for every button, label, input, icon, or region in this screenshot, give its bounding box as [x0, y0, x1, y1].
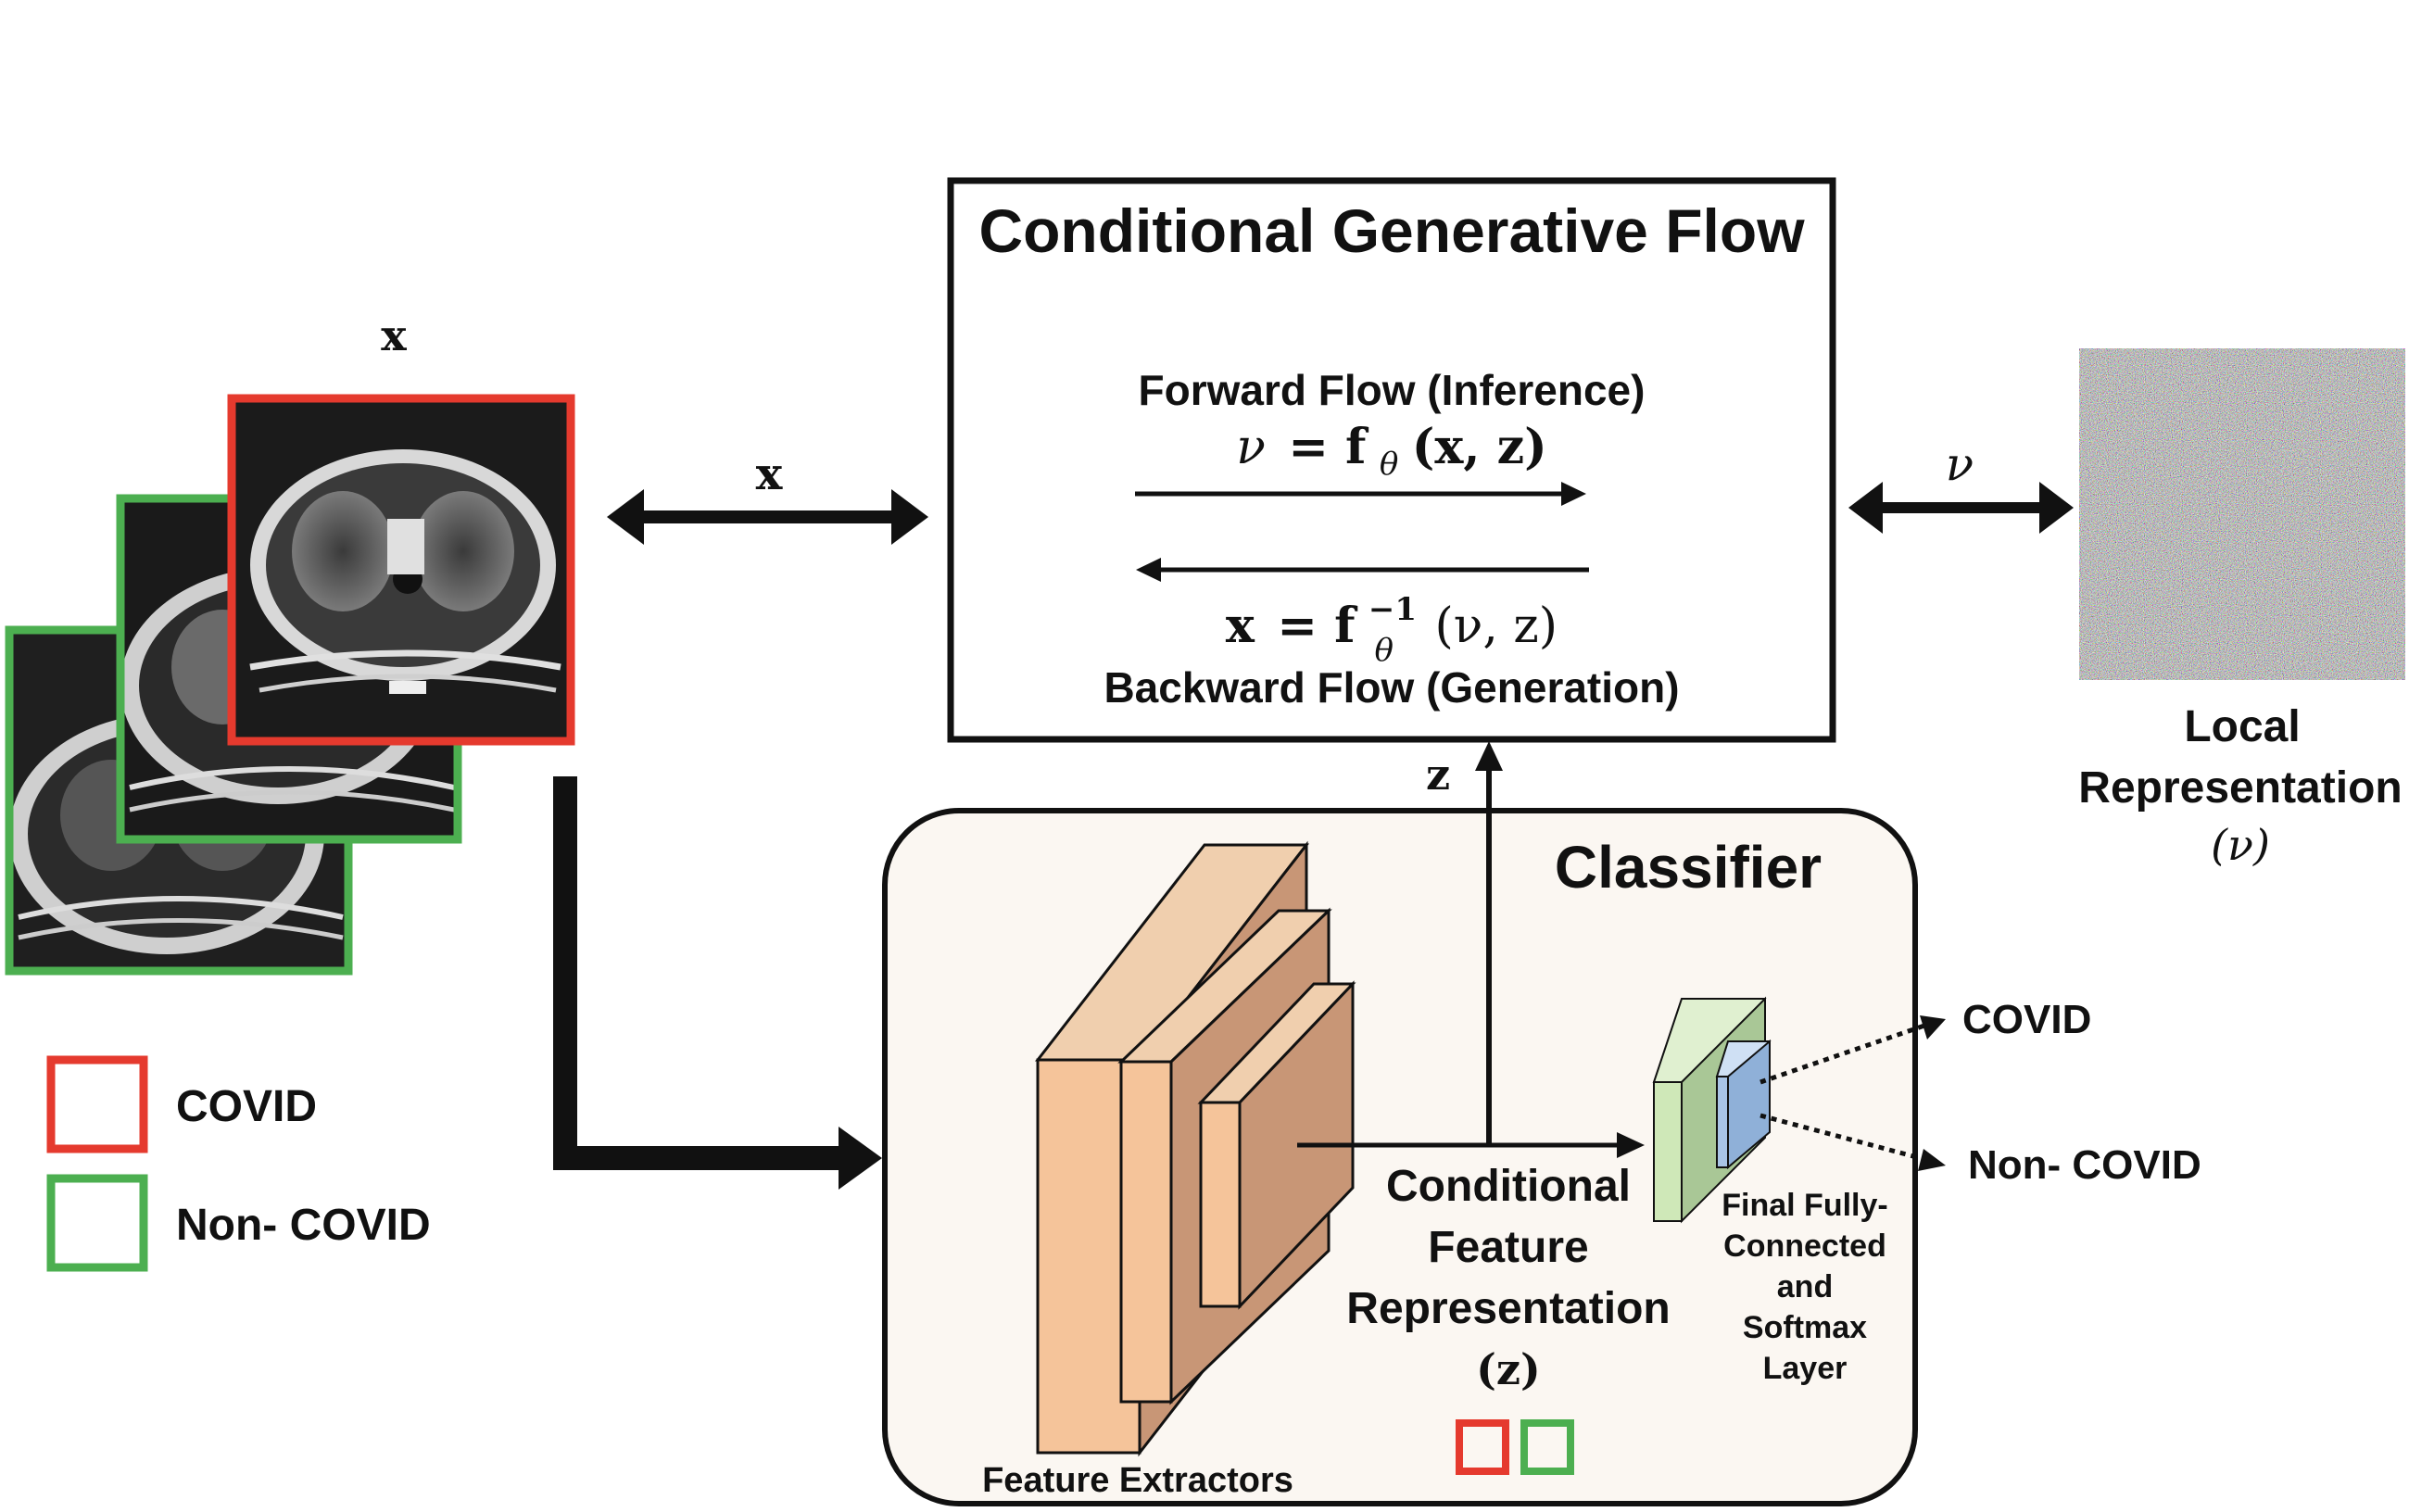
- backward-eq-sub: θ: [1375, 632, 1394, 669]
- fc-label-line2: Connected: [1723, 1228, 1886, 1264]
- legend: COVID Non- COVID: [46, 1055, 431, 1272]
- feature-extractors-label: Feature Extractors: [982, 1461, 1293, 1500]
- forward-eq-rhs: = f: [1288, 419, 1369, 475]
- local-rep-line3: (ν): [2211, 820, 2270, 870]
- forward-equation: ν = f θ (x, z): [1236, 419, 1546, 485]
- fc-label-line1: Final Fully-: [1722, 1188, 1887, 1223]
- legend-covid-swatch: [46, 1055, 148, 1153]
- local-rep-line1: Local: [2184, 702, 2300, 751]
- cond-feature-line3: Representation: [1346, 1284, 1670, 1333]
- nu-double-arrow: [1848, 482, 2074, 534]
- ct-scan-covid-front: [227, 394, 575, 746]
- local-representation-image: [2079, 348, 2405, 680]
- forward-eq-sub: θ: [1380, 446, 1398, 483]
- cond-noncovid-swatch: [1520, 1419, 1574, 1475]
- fc-label-line5: Layer: [1763, 1351, 1848, 1386]
- fc-label-line3: and: [1777, 1269, 1833, 1304]
- fc-label-line4: Softmax: [1743, 1310, 1867, 1345]
- cond-feature-line2: Feature: [1428, 1223, 1588, 1272]
- forward-eq-lhs: ν: [1236, 420, 1266, 475]
- output-noncovid-label: Non- COVID: [1968, 1142, 2201, 1188]
- legend-covid-label: COVID: [176, 1082, 317, 1131]
- legend-noncovid-swatch: [46, 1174, 148, 1272]
- backward-flow-label: Backward Flow (Generation): [1104, 663, 1679, 712]
- input-x-label: x: [381, 310, 407, 360]
- local-rep-line2: Representation: [2078, 763, 2402, 813]
- ct-scan-stack: [5, 394, 575, 976]
- flow-box-title: Conditional Generative Flow: [978, 196, 1805, 265]
- output-arrows: [1759, 1015, 1946, 1171]
- forward-eq-args: (x, z): [1412, 419, 1547, 475]
- backward-eq-sup: −1: [1368, 591, 1417, 628]
- classifier-title: Classifier: [1555, 834, 1822, 901]
- backward-equation: x = f −1 θ (ν, z): [1226, 577, 1558, 672]
- backward-eq-lhs: x: [1226, 598, 1255, 654]
- arrow-z-label: z: [1426, 750, 1450, 800]
- output-covid-label: COVID: [1962, 997, 2091, 1042]
- forward-flow-label: Forward Flow (Inference): [1139, 366, 1646, 414]
- x-double-arrow: [607, 489, 928, 545]
- ct-to-classifier-arrow: [553, 776, 882, 1190]
- fc-softmax-layer: [1652, 996, 1772, 1224]
- cond-covid-swatch: [1456, 1419, 1509, 1475]
- cond-feature-line1: Conditional: [1386, 1162, 1631, 1211]
- arrow-x-label: x: [756, 448, 783, 500]
- classifier-box: Classifier Feature Extractors: [882, 808, 1918, 1506]
- arrow-nu-label: ν: [1946, 437, 1974, 491]
- backward-eq-args: (ν, z): [1434, 598, 1558, 654]
- cond-feature-line4: (z): [1476, 1344, 1541, 1394]
- feature-extractor-slabs: [1034, 840, 1356, 1457]
- legend-noncovid-label: Non- COVID: [176, 1201, 431, 1250]
- z-arrow: [1475, 741, 1503, 1145]
- flow-box: Conditional Generative Flow Forward Flow…: [947, 177, 1836, 743]
- backward-eq-rhs: = f: [1277, 598, 1358, 654]
